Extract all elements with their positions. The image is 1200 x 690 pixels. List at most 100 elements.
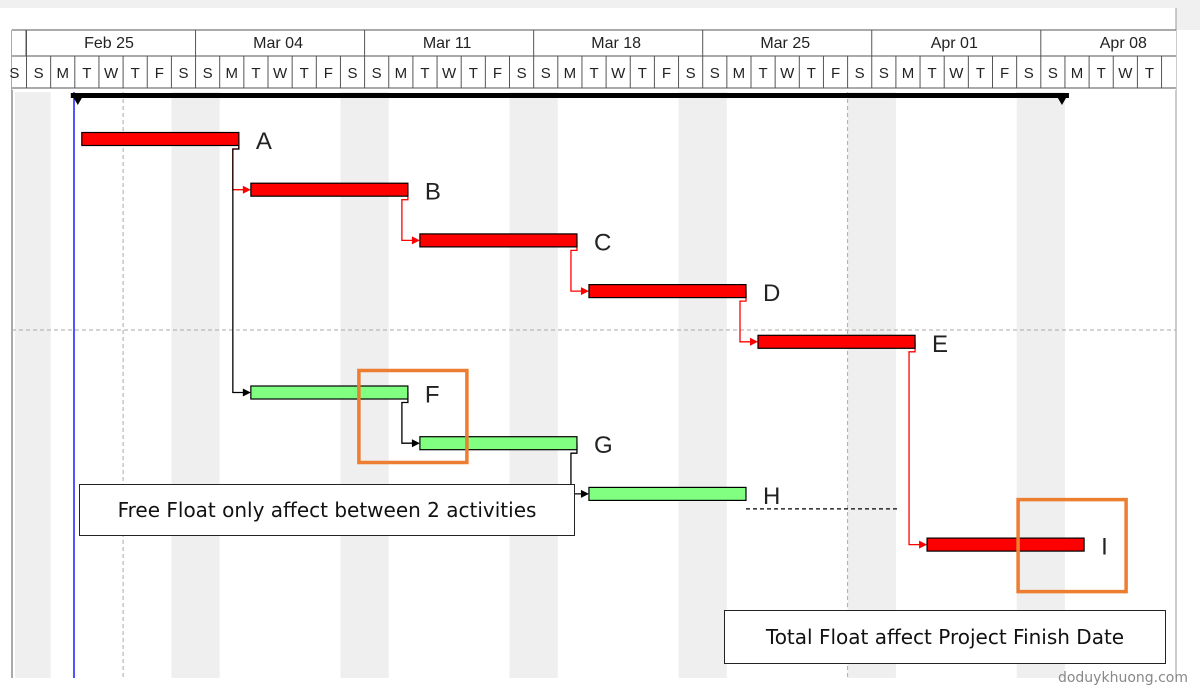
activity-bar [81,131,240,147]
day-letter: M [733,65,746,82]
day-letter: T [638,65,647,82]
activity-bar [250,385,409,400]
activity-bar [250,182,409,197]
day-letter: S [9,65,19,82]
day-letter: S [348,65,358,82]
day-letter: S [710,65,720,82]
day-letter: T [82,65,91,82]
total-float-callout: Total Float affect Project Finish Date [724,610,1166,664]
dependency-arrow [580,287,589,296]
highlight-boxes [357,368,1128,594]
free-float-callout-text: Free Float only affect between 2 activit… [117,498,537,522]
summary-end-marker [1054,93,1069,105]
activity-label: I [1101,534,1108,561]
dependency-arrow [411,439,420,448]
day-letter: S [1024,65,1034,82]
day-letter: M [1071,65,1084,82]
weekend-column [15,92,51,678]
day-letter: S [372,65,382,82]
grid-lines [12,92,1176,678]
day-letter: T [1145,65,1154,82]
activity-bar [757,334,916,349]
day-letter: S [517,65,527,82]
day-letter: S [541,65,551,82]
day-letter: W [1118,65,1133,82]
day-letter: S [178,65,188,82]
week-label: Mar 11 [423,35,472,52]
day-letter: M [564,65,577,82]
highlight-box [357,368,469,465]
day-letter: F [324,65,333,82]
weekend-column [509,92,558,678]
activity-bar [419,436,578,451]
project-summary-bar [70,93,1069,105]
day-letter: F [493,65,502,82]
day-letter: M [226,65,239,82]
day-letter: F [155,65,164,82]
highlight-box [1016,497,1128,594]
day-letter: T [758,65,767,82]
top-right-strip [1176,0,1200,30]
dependency-arrow [750,337,758,346]
activity-label: A [256,128,272,155]
day-letter: T [589,65,598,82]
day-letter: T [1097,65,1106,82]
week-label: Apr 08 [1100,35,1147,52]
day-letter: W [442,65,457,82]
activity-bar [588,486,747,501]
activity-bar [588,284,747,299]
weekend-column [678,92,727,678]
activity-label: E [932,331,948,358]
day-letter: S [855,65,865,82]
summary-bar [70,93,1069,98]
day-letter: T [928,65,937,82]
day-letter: S [686,65,696,82]
weekend-column [171,92,220,678]
top-strip [0,0,1200,8]
day-letter: W [949,65,964,82]
day-letter: W [611,65,626,82]
day-letter: F [662,65,671,82]
activity-label: F [425,382,440,409]
week-label: Mar 04 [253,35,303,52]
day-letter: W [780,65,795,82]
day-letter: S [34,65,44,82]
day-letter: S [879,65,889,82]
day-letter: T [251,65,260,82]
weekend-column [847,92,896,678]
activity-bar [419,233,578,248]
header-background [12,30,1176,90]
activity-bars [81,131,1085,552]
day-letter: T [131,65,140,82]
week-label: Apr 01 [931,35,978,52]
day-letter: F [1000,65,1009,82]
dependency-arrow [242,185,251,194]
day-letter: T [300,65,309,82]
day-letter: T [807,65,816,82]
total-float-callout-text: Total Float affect Project Finish Date [765,625,1125,649]
weekend-column [340,92,389,678]
day-letter: T [469,65,478,82]
watermark: doduykhuong.com [1057,670,1188,686]
activity-label: C [594,229,611,256]
day-letter: W [273,65,288,82]
day-letter: S [203,65,213,82]
summary-start-marker [70,93,85,105]
day-letter: F [831,65,840,82]
activity-label: B [425,179,441,206]
free-float-callout: Free Float only affect between 2 activit… [79,484,575,536]
day-letter: W [104,65,119,82]
week-label: Feb 25 [84,35,134,52]
dependency-arrow [580,489,589,498]
dependency-arrow [242,388,251,397]
dependency-arrow [411,236,420,245]
activity-bar [926,537,1085,552]
day-letter: M [56,65,69,82]
week-label: Mar 18 [591,35,641,52]
day-letter: S [1048,65,1058,82]
day-letter: M [395,65,408,82]
